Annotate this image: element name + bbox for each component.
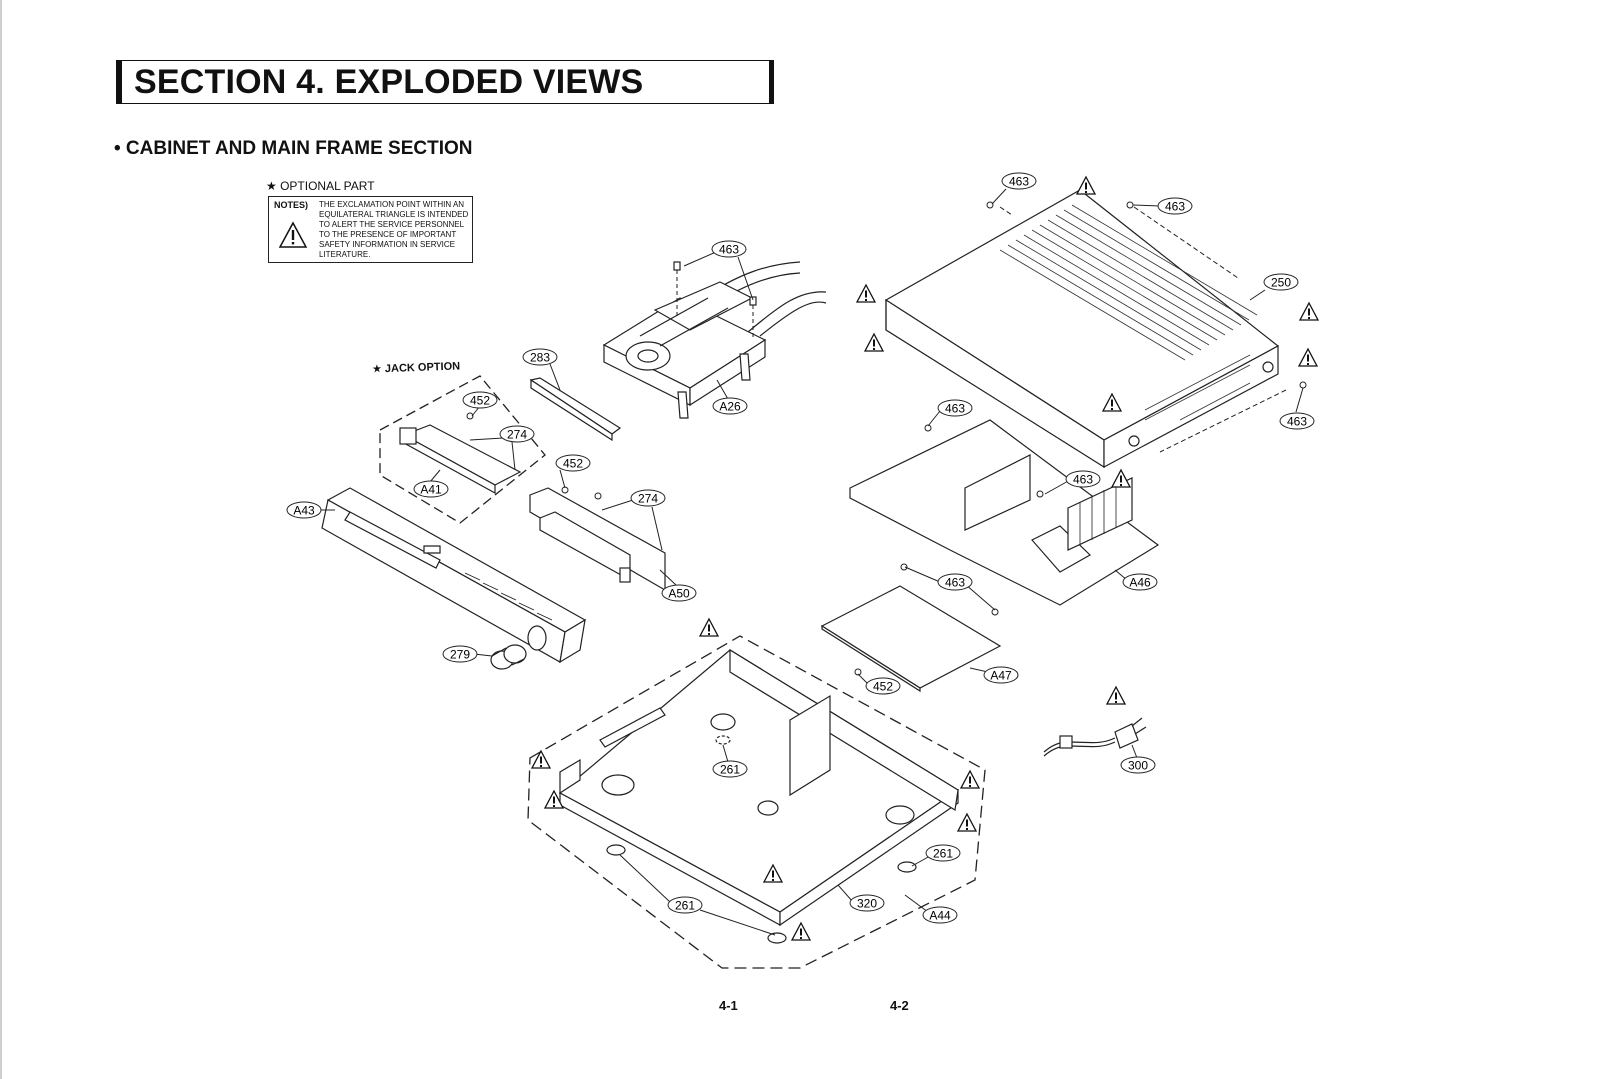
callout-label: 463: [1165, 200, 1185, 214]
section-title: SECTION 4. EXPLODED VIEWS: [134, 63, 644, 101]
callout: A47: [983, 666, 1019, 684]
loader-tray-cover: [529, 377, 622, 442]
callout-label: 452: [470, 394, 490, 408]
callout-label: A26: [719, 400, 741, 414]
jack-board: [399, 424, 522, 495]
callout-label: 463: [719, 243, 739, 257]
callout: 463: [937, 573, 973, 591]
callout: 274: [499, 425, 535, 443]
callout-label: 463: [1009, 175, 1029, 189]
chassis-region: [527, 635, 986, 969]
notes-box: NOTES) THE EXCLAMATION POINT WITHIN AN E…: [268, 196, 473, 263]
notes-label: NOTES): [274, 200, 309, 210]
bottom-chassis: [558, 648, 960, 927]
callout-label: 463: [1287, 415, 1307, 429]
callout: 463: [1001, 172, 1037, 190]
callout-label: A47: [990, 669, 1012, 683]
callout: A44: [922, 906, 958, 924]
callout: 279: [442, 645, 478, 663]
callout: 320: [849, 894, 885, 912]
dvd-loader-mechanism: [602, 261, 827, 419]
subsection-title: • CABINET AND MAIN FRAME SECTION: [114, 138, 473, 159]
callout: A41: [413, 480, 449, 498]
page-edge: [0, 0, 2, 1079]
callout-label: 261: [675, 899, 695, 913]
notes-text: THE EXCLAMATION POINT WITHIN AN EQUILATE…: [319, 200, 469, 259]
callout-label: 250: [1271, 276, 1291, 290]
callout-label: 463: [1073, 473, 1093, 487]
callout-label: 452: [873, 680, 893, 694]
warning-triangle-icon: [278, 221, 308, 248]
callouts: 463 463 463 250 463 283 A26 452 274 A41 …: [286, 172, 1315, 924]
leader-lines: [318, 188, 1304, 936]
front-pcb: [529, 487, 666, 592]
callout-label: 463: [945, 576, 965, 590]
callout: A26: [712, 397, 748, 415]
callout-label: 261: [720, 763, 740, 777]
callout: 274: [630, 489, 666, 507]
callout-label: 274: [507, 428, 527, 442]
callout: 261: [925, 844, 961, 862]
callout: 283: [522, 348, 558, 366]
callout: 463: [1065, 470, 1101, 488]
callout: 463: [1279, 412, 1315, 430]
callout-label: 300: [1128, 759, 1148, 773]
callout-label: 261: [933, 847, 953, 861]
callout: 463: [1157, 197, 1193, 215]
callout-label: 463: [945, 402, 965, 416]
page-number-left: 4-1: [719, 998, 738, 1013]
callout-label: A41: [420, 483, 442, 497]
screws: [466, 201, 1307, 676]
callout: 452: [462, 391, 498, 409]
callout: 261: [712, 760, 748, 778]
main-pcb: [849, 419, 1160, 606]
callout-label: 279: [450, 648, 470, 662]
smps-pcb: [820, 585, 1002, 693]
callout: 300: [1120, 756, 1156, 774]
callout-label: A43: [293, 504, 315, 518]
power-cord: [1043, 717, 1147, 757]
callout: 261: [667, 896, 703, 914]
callout-label: 452: [563, 457, 583, 471]
section-title-box: SECTION 4. EXPLODED VIEWS: [116, 60, 774, 104]
callout: A50: [661, 584, 697, 602]
callout-label: A46: [1129, 576, 1151, 590]
callout-label: A44: [929, 909, 951, 923]
callout-label: 320: [857, 897, 877, 911]
jack-option-region: [379, 375, 546, 524]
callout-label: 283: [530, 351, 550, 365]
callout-label: A50: [668, 587, 690, 601]
volume-knob: [490, 644, 527, 670]
callout: 452: [555, 454, 591, 472]
callout: A43: [286, 501, 322, 519]
callout: 463: [937, 399, 973, 417]
page-number-right: 4-2: [890, 998, 909, 1013]
optional-part-legend: ★ OPTIONAL PART: [266, 179, 375, 193]
rubber-feet: [606, 735, 917, 944]
callout-label: 274: [638, 492, 658, 506]
top-cabinet-cover: [884, 189, 1280, 469]
callout: 463: [711, 240, 747, 258]
callout: 452: [865, 677, 901, 695]
callout: 250: [1263, 273, 1299, 291]
front-panel: [321, 487, 587, 664]
callout: A46: [1122, 573, 1158, 591]
